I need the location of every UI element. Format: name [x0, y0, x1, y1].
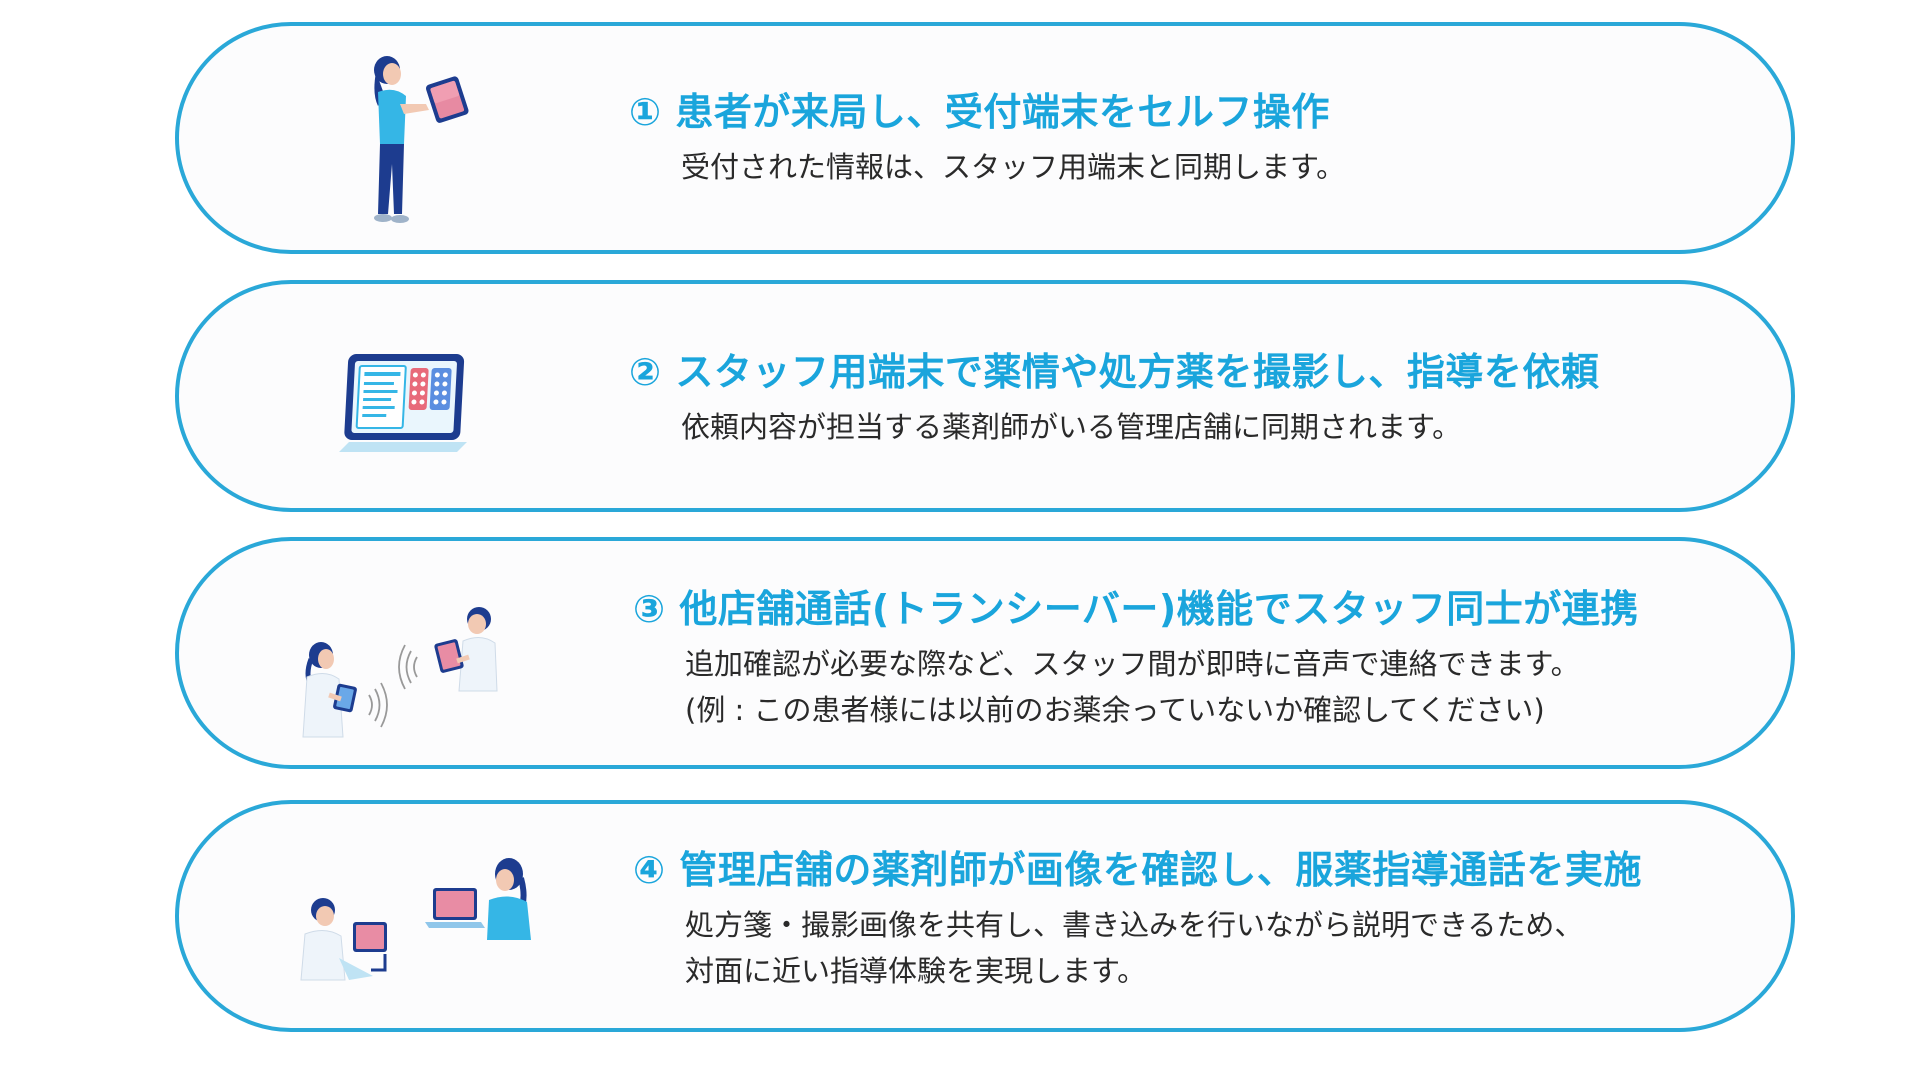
step-description: 依頼内容が担当する薬剤師がいる管理店舗に同期されます。: [629, 404, 1731, 450]
step-description: 追加確認が必要な際など、スタッフ間が即時に音声で連絡できます。 (例 : この患…: [629, 641, 1731, 733]
patient-laptop-icon: [425, 858, 531, 940]
tablet-device-icon: [179, 284, 639, 508]
description-line: 対面に近い指導体験を実現します。: [685, 948, 1731, 994]
description-line: 受付された情報は、スタッフ用端末と同期します。: [681, 144, 1731, 190]
staff-left-icon: [303, 642, 357, 737]
step-title: ② スタッフ用端末で薬情や処方薬を撮影し、指導を依頼: [629, 350, 1731, 396]
description-line: 依頼内容が担当する薬剤師がいる管理店舗に同期されます。: [681, 404, 1731, 450]
step-card-3: ③ 他店舗通話(トランシーバー)機能でスタッフ同士が連携 追加確認が必要な際など…: [175, 537, 1795, 769]
staff-right-icon: [434, 607, 497, 691]
step-text-1: ① 患者が来局し、受付端末をセルフ操作 受付された情報は、スタッフ用端末と同期し…: [629, 90, 1731, 190]
step-card-4: ④ 管理店舗の薬剤師が画像を確認し、服薬指導通話を実施 処方箋・撮影画像を共有し…: [175, 800, 1795, 1032]
step-card-2: ② スタッフ用端末で薬情や処方薬を撮影し、指導を依頼 依頼内容が担当する薬剤師が…: [175, 280, 1795, 512]
step-text-2: ② スタッフ用端末で薬情や処方薬を撮影し、指導を依頼 依頼内容が担当する薬剤師が…: [629, 350, 1731, 450]
description-line: (例 : この患者様には以前のお薬余っていないか確認してください): [685, 687, 1731, 733]
step-description: 受付された情報は、スタッフ用端末と同期します。: [629, 144, 1731, 190]
video-consultation-icon: [179, 804, 639, 1028]
description-line: 追加確認が必要な際など、スタッフ間が即時に音声で連絡できます。: [685, 641, 1731, 687]
step-title: ④ 管理店舗の薬剤師が画像を確認し、服薬指導通話を実施: [629, 848, 1731, 894]
step-card-1: ① 患者が来局し、受付端末をセルフ操作 受付された情報は、スタッフ用端末と同期し…: [175, 22, 1795, 254]
step-title: ③ 他店舗通話(トランシーバー)機能でスタッフ同士が連携: [629, 587, 1731, 633]
step-description: 処方箋・撮影画像を共有し、書き込みを行いながら説明できるため、 対面に近い指導体…: [629, 902, 1731, 994]
step-text-4: ④ 管理店舗の薬剤師が画像を確認し、服薬指導通話を実施 処方箋・撮影画像を共有し…: [629, 848, 1731, 994]
patient-using-tablet-icon: [179, 26, 639, 250]
description-line: 処方箋・撮影画像を共有し、書き込みを行いながら説明できるため、: [685, 902, 1731, 948]
step-title: ① 患者が来局し、受付端末をセルフ操作: [629, 90, 1731, 136]
staff-transceiver-icon: [179, 541, 639, 765]
pharmacist-icon: [301, 898, 387, 980]
step-text-3: ③ 他店舗通話(トランシーバー)機能でスタッフ同士が連携 追加確認が必要な際など…: [629, 587, 1731, 733]
